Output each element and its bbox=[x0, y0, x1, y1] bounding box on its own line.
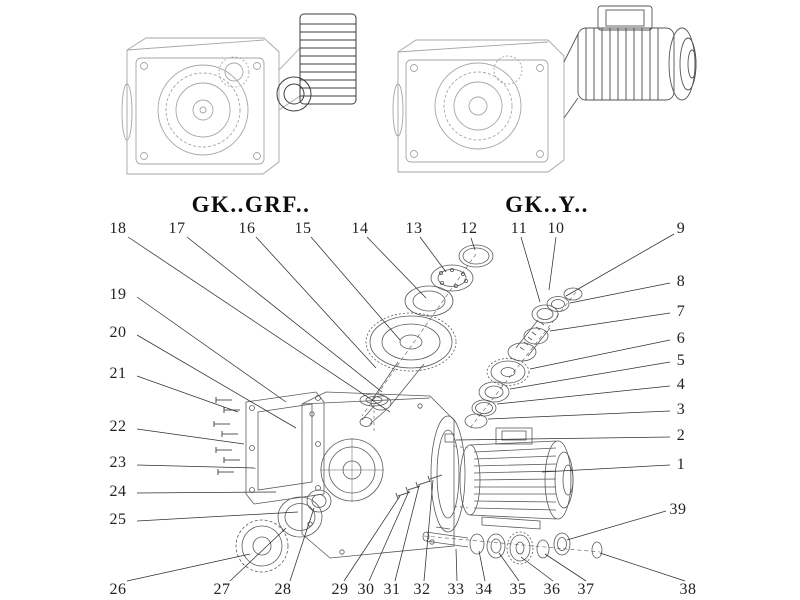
callout-20: 20 bbox=[109, 324, 127, 341]
model-label-grf: GK..GRF.. bbox=[191, 192, 311, 217]
callout-26: 26 bbox=[109, 581, 127, 598]
callout-6: 6 bbox=[676, 330, 686, 347]
callout-19: 19 bbox=[109, 286, 127, 303]
callout-9: 9 bbox=[676, 220, 686, 237]
callout-25: 25 bbox=[109, 511, 127, 528]
callout-27: 27 bbox=[213, 581, 231, 598]
leader-lines bbox=[126, 233, 686, 582]
callout-33: 33 bbox=[447, 581, 465, 598]
gear-housing bbox=[301, 391, 466, 559]
callout-2: 2 bbox=[676, 427, 686, 444]
callout-35: 35 bbox=[509, 581, 527, 598]
callout-36: 36 bbox=[543, 581, 561, 598]
callout-17: 17 bbox=[168, 220, 186, 237]
callout-30: 30 bbox=[357, 581, 375, 598]
callout-3: 3 bbox=[676, 401, 686, 418]
callout-32: 32 bbox=[413, 581, 431, 598]
output-rings bbox=[235, 489, 332, 573]
pinion-stack bbox=[464, 287, 583, 429]
callout-7: 7 bbox=[676, 303, 686, 320]
callout-37: 37 bbox=[577, 581, 595, 598]
callout-21: 21 bbox=[109, 365, 127, 382]
gearbox-grf-brake-cover bbox=[276, 13, 357, 112]
gearbox-y-motor bbox=[563, 5, 697, 119]
callout-28: 28 bbox=[274, 581, 292, 598]
callout-22: 22 bbox=[109, 418, 127, 435]
callout-31: 31 bbox=[383, 581, 401, 598]
callout-24: 24 bbox=[109, 483, 127, 500]
flange-bolts bbox=[213, 397, 240, 475]
exploded-view-drawing bbox=[213, 244, 603, 573]
callout-5: 5 bbox=[676, 352, 686, 369]
callout-1: 1 bbox=[676, 456, 686, 473]
callout-11: 11 bbox=[510, 220, 528, 237]
output-shaft-parts bbox=[422, 526, 603, 565]
callout-16: 16 bbox=[238, 220, 256, 237]
callout-15: 15 bbox=[294, 220, 312, 237]
alignment-lines bbox=[373, 404, 469, 509]
motor bbox=[444, 427, 574, 530]
gearbox-grf-drawing bbox=[121, 37, 301, 175]
callout-34: 34 bbox=[475, 581, 493, 598]
callout-38: 38 bbox=[679, 581, 697, 598]
model-label-y: GK..Y.. bbox=[505, 192, 589, 217]
mounting-flange bbox=[245, 391, 325, 505]
callout-12: 12 bbox=[460, 220, 478, 237]
gearbox-y-drawing bbox=[392, 39, 565, 173]
callout-29: 29 bbox=[331, 581, 349, 598]
callout-10: 10 bbox=[547, 220, 565, 237]
callout-4: 4 bbox=[676, 376, 686, 393]
callout-23: 23 bbox=[109, 454, 127, 471]
cover-bolts bbox=[395, 474, 443, 500]
callout-8: 8 bbox=[676, 273, 686, 290]
callout-14: 14 bbox=[351, 220, 369, 237]
callout-18: 18 bbox=[109, 220, 127, 237]
callout-39: 39 bbox=[669, 501, 687, 518]
callout-13: 13 bbox=[405, 220, 423, 237]
gear-shaft-stack bbox=[359, 244, 494, 427]
